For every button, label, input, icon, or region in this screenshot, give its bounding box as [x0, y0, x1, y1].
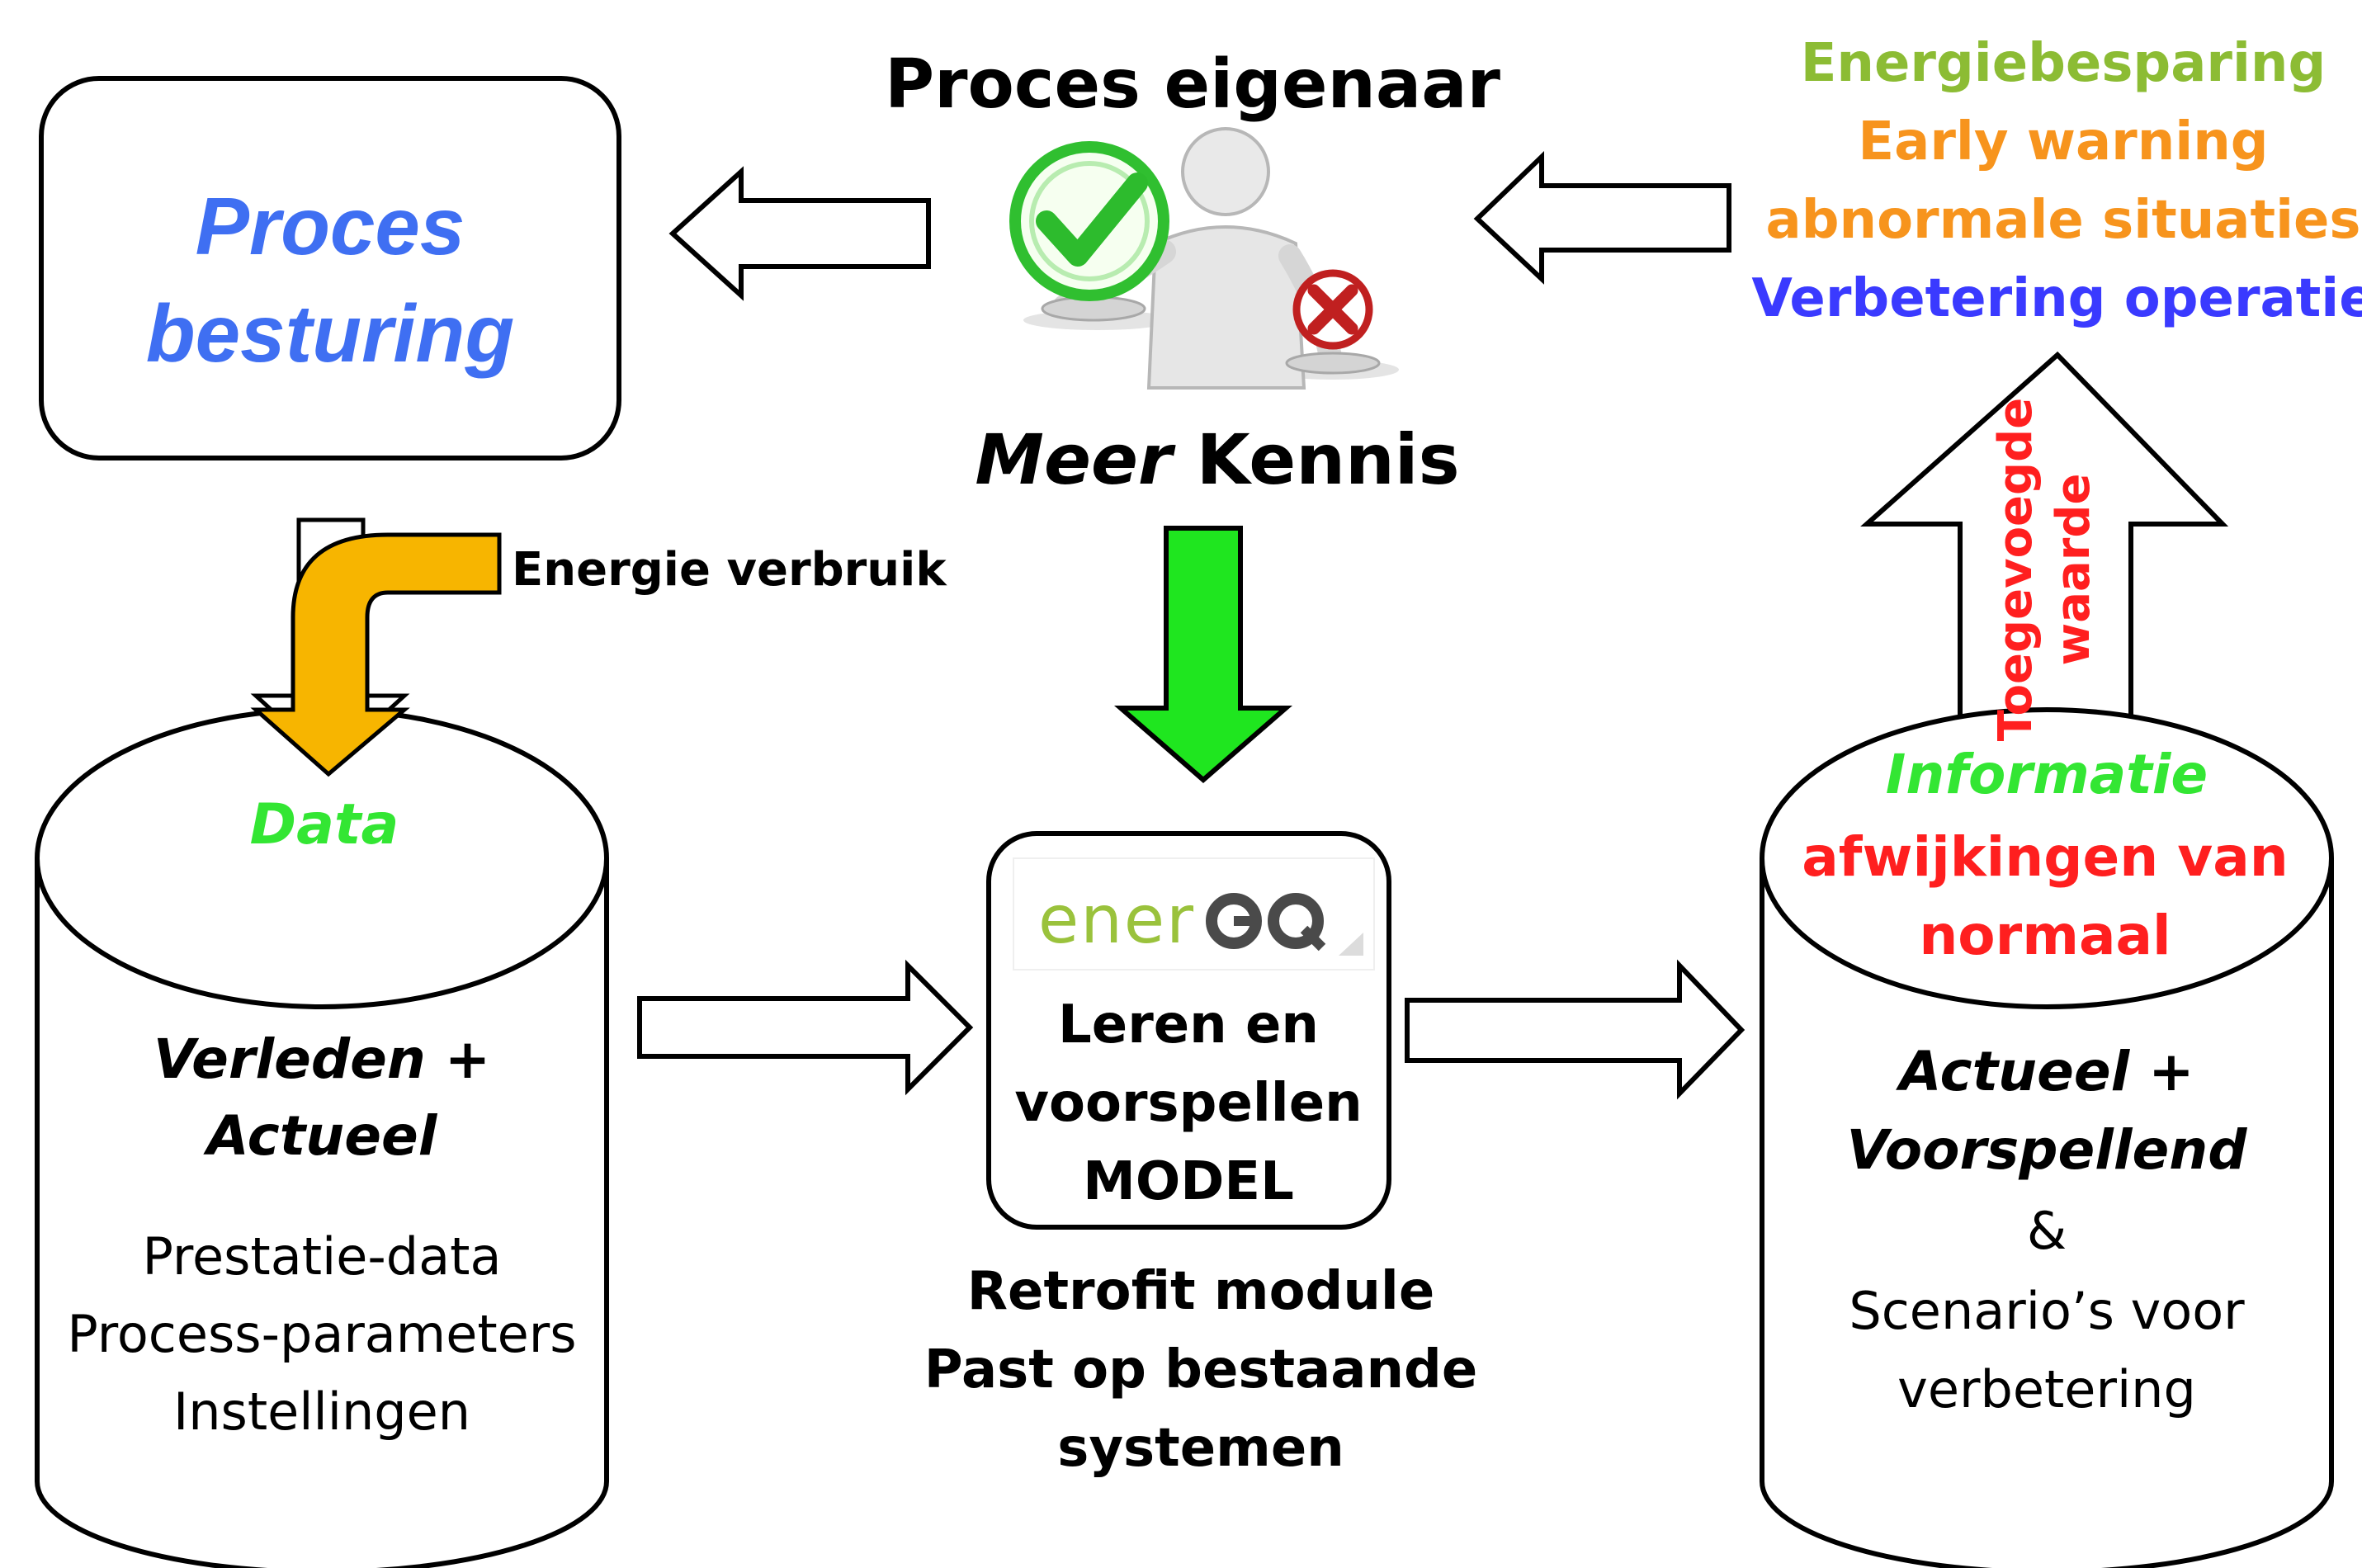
right-db-top-label: Informatie	[1885, 743, 2208, 806]
retrofit-line: systemen	[1057, 1418, 1344, 1479]
arrow-owner-to-proces	[668, 166, 931, 301]
energq-logo-text: ener	[1038, 881, 1196, 958]
retrofit-line: Past op bestaande	[924, 1339, 1478, 1400]
value-added-line1: Toegevoegde	[1989, 397, 2043, 742]
knowledge-suffix: Kennis	[1196, 419, 1460, 500]
left-db-heading-line2: Actueel	[206, 1104, 437, 1168]
benefit-abnormal-situations: abnormale situaties	[1765, 190, 2361, 251]
right-database-cylinder	[1760, 707, 2334, 1568]
model-line: voorspellen	[1014, 1073, 1363, 1134]
left-db-item: Instellingen	[172, 1381, 471, 1442]
right-db-heading-line1: Actueel +	[1899, 1040, 2194, 1103]
arrow-model-to-info	[1405, 959, 1746, 1100]
model-line: Leren en	[1058, 994, 1319, 1056]
knowledge-prefix: Meer	[975, 419, 1173, 500]
left-db-heading-line1: Verleden +	[153, 1027, 491, 1091]
arrow-data-to-model	[637, 959, 974, 1096]
arrow-knowledge-down	[1113, 526, 1293, 783]
energq-logo-mark	[1206, 893, 1363, 956]
model-line: MODEL	[1083, 1151, 1294, 1212]
deviation-line1: afwijkingen van	[1802, 825, 2289, 889]
benefit-early-warning: Early warning	[1858, 111, 2269, 172]
owner-title: Proces eigenaar	[885, 45, 1500, 124]
left-db-item: Process-parameters	[67, 1304, 577, 1364]
person-check-cross-icon	[1009, 127, 1399, 390]
right-db-item: verbetering	[1897, 1359, 2196, 1419]
left-db-top-label: Data	[249, 792, 399, 857]
value-added-line2: waarde	[2047, 473, 2100, 666]
retrofit-line: Retrofit module	[966, 1261, 1435, 1322]
right-db-item: Scenario’s voor	[1849, 1281, 2245, 1341]
benefit-operation-improvement: Verbetering operatie	[1751, 268, 2362, 329]
proces-box-title-line1: Proces	[195, 181, 465, 272]
proces-besturing-box	[39, 76, 621, 460]
value-added-label: Toegevoegde waarde	[1987, 396, 2103, 743]
left-database-cylinder	[35, 707, 609, 1568]
proces-box-title-line2: besturing	[145, 288, 515, 379]
energy-usage-label: Energie verbruik	[512, 543, 947, 597]
right-db-connector: &	[2026, 1201, 2067, 1261]
owner-knowledge: Meer Kennis	[975, 419, 1459, 500]
left-db-item: Prestatie-data	[142, 1226, 502, 1287]
arrow-benefits-to-owner	[1473, 150, 1731, 285]
arrow-energy-usage	[250, 532, 502, 777]
benefit-energy-saving: Energiebesparing	[1800, 33, 2327, 94]
arrow-value-added	[1860, 351, 2229, 753]
right-db-heading-line2: Voorspellend	[1846, 1118, 2247, 1182]
deviation-line2: normaal	[1919, 904, 2171, 967]
